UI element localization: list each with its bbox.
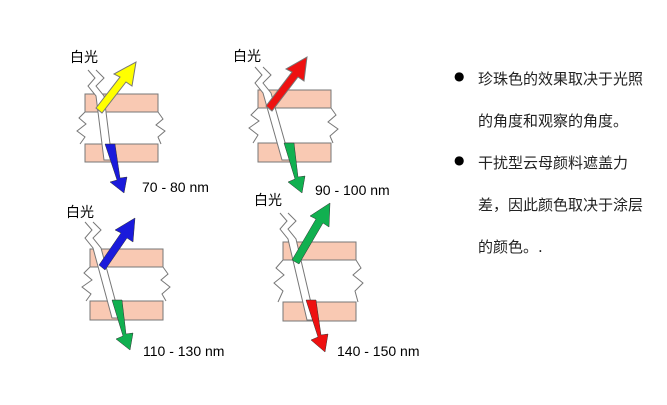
thickness-range-label: 90 - 100 nm [315, 182, 390, 198]
torn-edge-right [155, 111, 166, 145]
white-light-label: 白光 [233, 49, 261, 65]
white-light-label: 白光 [254, 193, 282, 209]
white-light-ray [254, 66, 291, 161]
layer-bottom [84, 143, 159, 163]
torn-edge-left [76, 111, 87, 145]
reflected-arrow [265, 56, 308, 112]
white-light-ray [279, 212, 316, 321]
bullet-item: ● 珍珠色的效果取决于光照的角度和观察的角度。 [448, 58, 648, 142]
layer-bottom [89, 300, 164, 321]
diagram-2: 白光 90 - 100 nm [233, 49, 390, 198]
bullet-dot-icon: ● [454, 153, 465, 167]
transmitted-arrow [111, 299, 134, 351]
torn-edge-left [273, 259, 285, 303]
bullet-text: 珍珠色的效果取决于光照的角度和观察的角度。 [478, 70, 644, 130]
thickness-range-label: 110 - 130 nm [143, 343, 224, 359]
transmitted-arrow [104, 143, 128, 194]
torn-edge-right [327, 107, 339, 144]
bullet-text: 干扰型云母颜料遮盖力差，因此颜色取决于涂层的颜色。. [478, 154, 644, 256]
bullet-item: ● 干扰型云母颜料遮盖力差，因此颜色取决于涂层的颜色。. [448, 142, 648, 268]
reflected-arrow [98, 217, 136, 271]
layer-bottom [282, 301, 357, 322]
white-light-label: 白光 [70, 50, 98, 66]
torn-edge-left [248, 107, 260, 144]
explanation-list: ● 珍珠色的效果取决于光照的角度和观察的角度。 ● 干扰型云母颜料遮盖力差，因此… [448, 58, 648, 268]
thickness-range-label: 70 - 80 nm [142, 179, 209, 195]
white-light-label: 白光 [66, 205, 94, 221]
reflected-arrow [291, 202, 331, 265]
white-light-ray [87, 69, 113, 161]
diagram-4: 白光 140 - 150 nm [254, 193, 420, 359]
transmitted-arrow [283, 142, 306, 194]
torn-edge-right [352, 259, 364, 303]
torn-edge-left [81, 266, 93, 302]
transmitted-arrow [305, 299, 329, 353]
diagram-3: 白光 110 - 130 nm [66, 205, 224, 359]
reflected-arrow [95, 61, 137, 114]
diagram-1: 白光 70 - 80 nm [70, 50, 209, 195]
thickness-range-label: 140 - 150 nm [337, 343, 420, 359]
bullet-dot-icon: ● [454, 69, 465, 83]
torn-edge-right [160, 266, 171, 302]
white-light-ray [84, 221, 121, 319]
